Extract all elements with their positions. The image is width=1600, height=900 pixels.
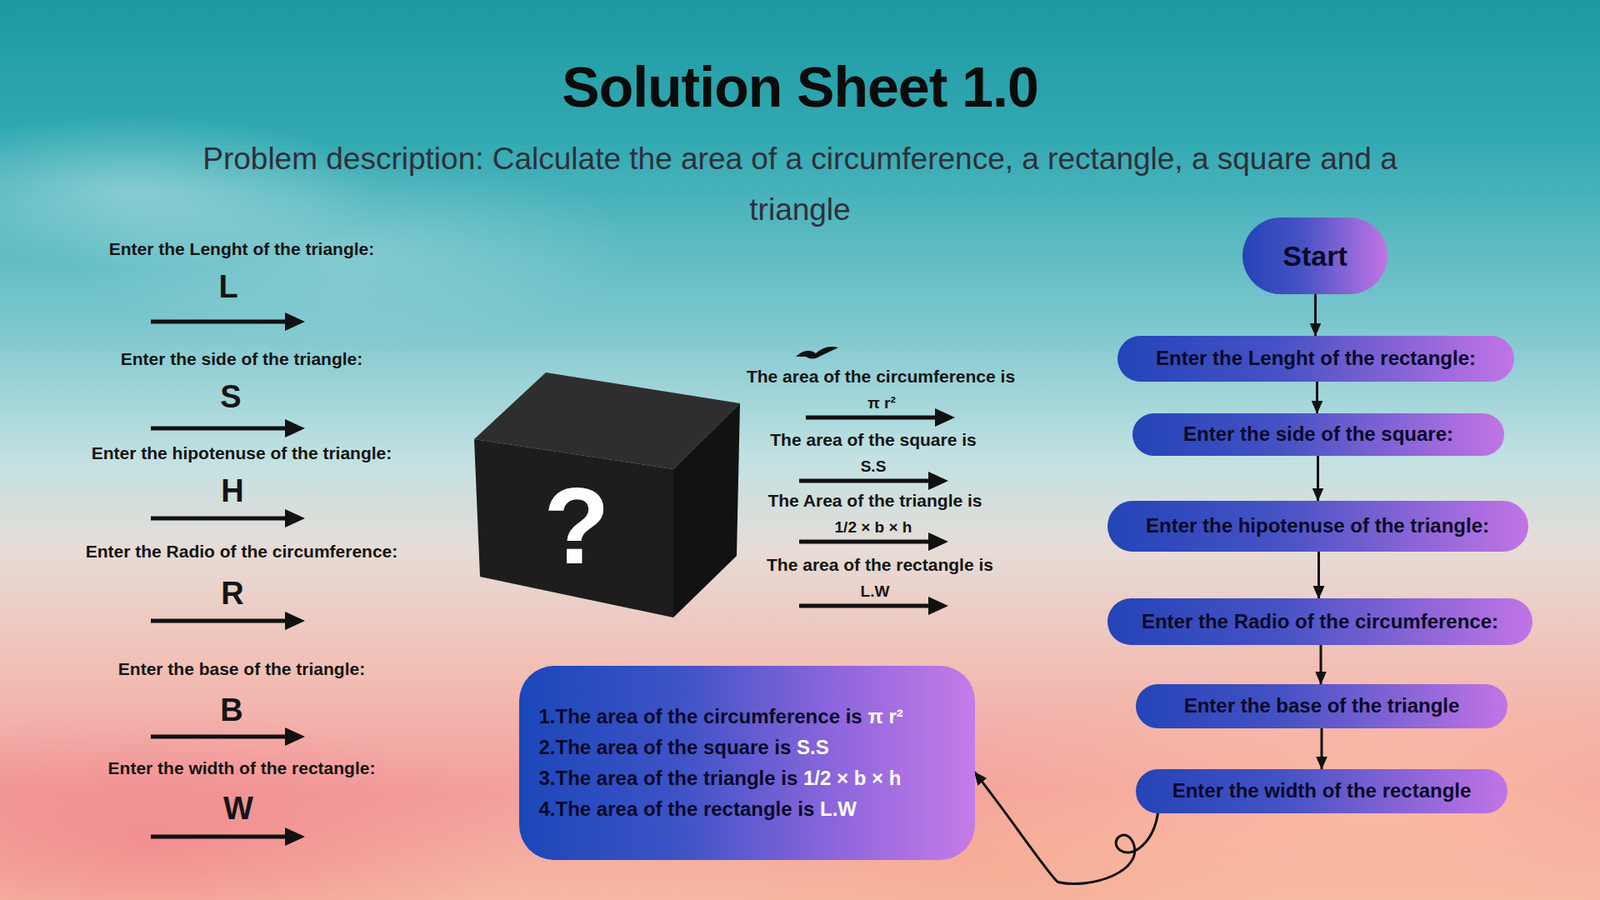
arrow-head: [285, 727, 305, 746]
input-arrow: [150, 835, 289, 840]
list-number: 3.: [539, 762, 556, 794]
node-text: Start: [1282, 240, 1347, 273]
output-text: The Area of the triangle is: [767, 490, 982, 511]
node-text: Enter the Radio of the circumference:: [1141, 610, 1499, 634]
input-step: Enter the base of the triangle: [1135, 684, 1508, 729]
output-text: The area of the circumference is: [746, 365, 1015, 387]
input-prompt: Enter the base of the triangle:: [118, 658, 365, 680]
list-text: The area of the triangle is: [555, 762, 799, 794]
list-text: The area of the circumference is: [555, 700, 863, 732]
input-step: Enter the hipotenuse of the triangle:: [1107, 500, 1529, 552]
input-step: Enter the Lenght of the rectangle:: [1117, 335, 1515, 382]
list-row: 2.The area of the square isS.S: [539, 731, 830, 763]
variable-letter: H: [220, 472, 244, 511]
input-arrow: [150, 735, 289, 740]
formula: S.S: [860, 457, 887, 477]
variable-letter: S: [220, 378, 241, 417]
arrow-head: [928, 532, 949, 551]
arrow-head: [928, 596, 949, 615]
arrow-head: [928, 471, 949, 490]
node-text: Enter the hipotenuse of the triangle:: [1145, 514, 1490, 538]
formula-highlight: L.W: [820, 793, 857, 825]
arrow-head: [285, 419, 305, 438]
start-terminal: Start: [1242, 217, 1388, 295]
formula: L.W: [860, 582, 890, 602]
box-side: [673, 403, 740, 618]
input-step: Enter the side of the square:: [1132, 413, 1505, 456]
input-step: Enter the width of the rectangle: [1135, 769, 1508, 814]
input-prompt: Enter the Lenght of the triangle:: [109, 238, 375, 260]
output-arrow: [799, 540, 932, 545]
node-text: Enter the side of the square:: [1183, 422, 1454, 446]
node-text: Enter the Lenght of the rectangle:: [1155, 346, 1476, 370]
list-text: The area of the square is: [555, 731, 792, 763]
variable-letter: L: [218, 268, 238, 307]
input-step: Enter the Radio of the circumference:: [1107, 598, 1533, 645]
formula: 1/2 × b × h: [835, 518, 913, 538]
input-arrow: [150, 320, 289, 325]
output-arrow: [799, 479, 932, 484]
input-arrow: [150, 426, 289, 431]
arrow-head: [285, 509, 305, 528]
arrow-head: [935, 408, 955, 427]
arrow-head: [285, 611, 305, 630]
flow-arrow: [1315, 381, 1319, 414]
list-row: 4.The area of the rectangle isL.W: [539, 793, 858, 825]
input-prompt: Enter the Radio of the circumference:: [85, 540, 399, 562]
input-arrow: [150, 516, 289, 521]
list-number: 2.: [539, 731, 556, 763]
flow-arrow: [1317, 551, 1320, 600]
formula-highlight: 1/2 × b × h: [803, 762, 901, 794]
mystery-box: [474, 372, 740, 618]
results-list: 1.The area of the circumference isπ r²2.…: [519, 665, 975, 860]
output-arrow: [805, 415, 939, 420]
list-number: 4.: [539, 793, 556, 825]
formula: π r²: [867, 394, 896, 414]
input-prompt: Enter the width of the rectangle:: [108, 757, 376, 779]
flow-arrow: [1320, 728, 1324, 770]
output-text: The area of the square is: [770, 429, 976, 450]
list-row: 3.The area of the triangle is1/2 × b × h: [539, 762, 902, 794]
list-text: The area of the rectangle is: [555, 793, 815, 825]
arrow-head: [285, 312, 305, 331]
flow-arrow: [1316, 455, 1320, 501]
formula-highlight: S.S: [796, 731, 830, 763]
question-mark: ?: [543, 460, 610, 591]
box-front: [474, 439, 674, 618]
input-arrow: [150, 619, 289, 624]
page-title: Solution Sheet 1.0: [0, 51, 1600, 122]
bird: [795, 346, 839, 360]
arrow-head: [285, 827, 305, 846]
list-number: 1.: [539, 700, 556, 732]
variable-letter: W: [223, 790, 254, 829]
output-arrow: [799, 604, 932, 609]
list-row: 1.The area of the circumference isπ r²: [539, 700, 904, 732]
variable-letter: R: [220, 575, 244, 614]
flow-arrow: [1314, 294, 1317, 336]
variable-letter: B: [220, 691, 243, 730]
problem-description: Problem description: Calculate the area …: [191, 133, 1409, 235]
node-text: Enter the base of the triangle: [1184, 694, 1460, 718]
output-text: The area of the rectangle is: [766, 554, 994, 575]
flow-arrow: [1320, 645, 1323, 685]
formula-highlight: π r²: [867, 700, 903, 732]
input-prompt: Enter the hipotenuse of the triangle:: [91, 442, 393, 464]
input-prompt: Enter the side of the triangle:: [120, 348, 364, 370]
node-text: Enter the width of the rectangle: [1172, 779, 1472, 803]
curly-arrow: [975, 772, 1159, 885]
